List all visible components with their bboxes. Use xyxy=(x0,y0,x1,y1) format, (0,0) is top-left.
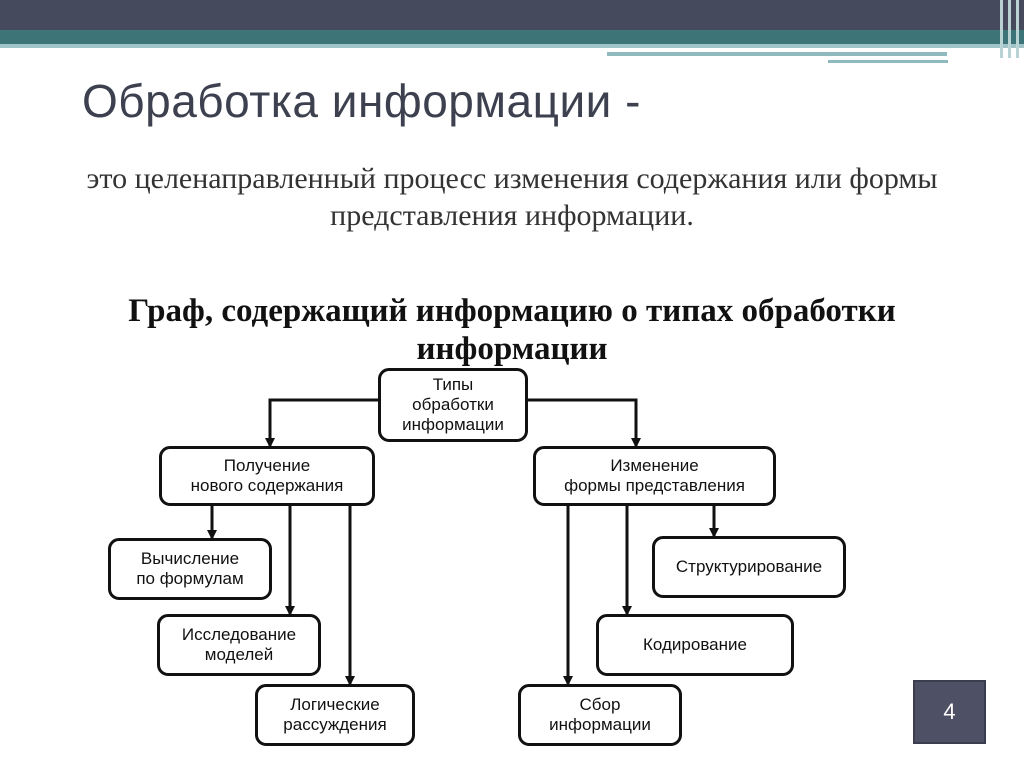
header-bar-dark xyxy=(0,0,1024,30)
node-calculation: Вычисление по формулам xyxy=(108,538,272,600)
node-structuring: Структурирование xyxy=(652,536,846,598)
node-models-label: Исследование моделей xyxy=(181,625,297,664)
graph-heading: Граф, содержащий информацию о типах обра… xyxy=(128,293,896,367)
node-form-change: Изменение формы представления xyxy=(533,446,776,506)
node-form-change-label: Изменение формы представления xyxy=(564,456,745,495)
header-stripe xyxy=(607,52,947,56)
page-number-badge: 4 xyxy=(913,680,986,744)
node-collection: Сбор информации xyxy=(518,684,682,746)
edge-root-left xyxy=(265,398,380,448)
node-root: Типы обработки информации xyxy=(378,368,528,442)
definition-text: это целенаправленный процесс изменения с… xyxy=(86,162,938,232)
node-models: Исследование моделей xyxy=(157,614,321,676)
slide-title: Обработка информации - xyxy=(82,75,641,127)
node-calculation-label: Вычисление по формулам xyxy=(136,549,244,588)
header-right-line xyxy=(1008,0,1011,58)
header-right-line xyxy=(1000,0,1003,58)
node-coding-label: Кодирование xyxy=(643,635,747,654)
header-stripe xyxy=(828,60,948,63)
node-root-label: Типы обработки информации xyxy=(402,375,504,434)
node-logic: Логические рассуждения xyxy=(255,684,415,746)
page-number: 4 xyxy=(943,699,956,724)
header-bar-teal xyxy=(0,30,1024,44)
header-bar-light xyxy=(0,44,1024,48)
node-logic-label: Логические рассуждения xyxy=(283,695,387,734)
node-coding: Кодирование xyxy=(596,614,794,676)
node-structuring-label: Структурирование xyxy=(675,557,823,576)
node-new-content: Получение нового содержания xyxy=(159,446,375,506)
header-right-line xyxy=(1016,0,1019,58)
edge-root-right xyxy=(528,398,641,448)
node-collection-label: Сбор информации xyxy=(549,695,651,734)
node-new-content-label: Получение нового содержания xyxy=(190,456,344,495)
